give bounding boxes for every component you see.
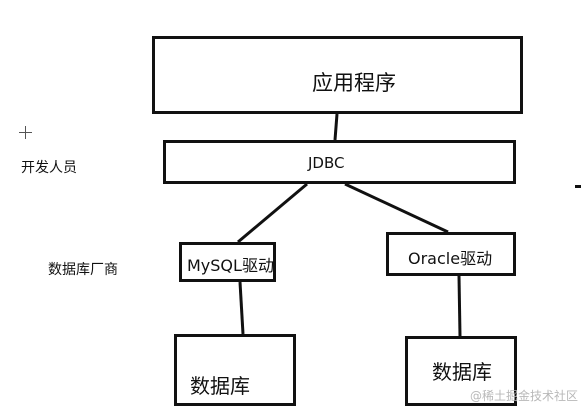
edge-oracle-driver-to-db-right	[457, 275, 462, 337]
jdbc-box: JDBC	[163, 140, 516, 184]
database-left-box: 数据库	[174, 334, 296, 406]
edge-mark	[575, 185, 581, 188]
database-left-label: 数据库	[190, 374, 250, 398]
app-label: 应用程序	[312, 71, 396, 95]
database-right-box: 数据库	[405, 336, 517, 406]
edge-app-to-jdbc	[333, 113, 339, 141]
database-right-label: 数据库	[432, 360, 492, 384]
watermark-text: @稀土掘金技术社区	[469, 389, 578, 403]
crosshair-cursor-icon	[19, 126, 32, 139]
edge-jdbc-to-oracle-driver	[344, 182, 449, 234]
mysql-driver-box: MySQL驱动	[179, 242, 276, 282]
oracle-driver-box: Oracle驱动	[386, 232, 516, 276]
jdbc-label: JDBC	[308, 154, 345, 172]
mysql-driver-label: MySQL驱动	[187, 256, 274, 275]
oracle-driver-label: Oracle驱动	[408, 249, 493, 268]
app-box: 应用程序	[152, 36, 523, 114]
developer-label: 开发人员	[21, 160, 77, 176]
edge-mysql-driver-to-db-left	[238, 281, 245, 335]
edge-jdbc-to-mysql-driver	[237, 182, 308, 244]
database-vendor-label: 数据库厂商	[48, 262, 118, 278]
